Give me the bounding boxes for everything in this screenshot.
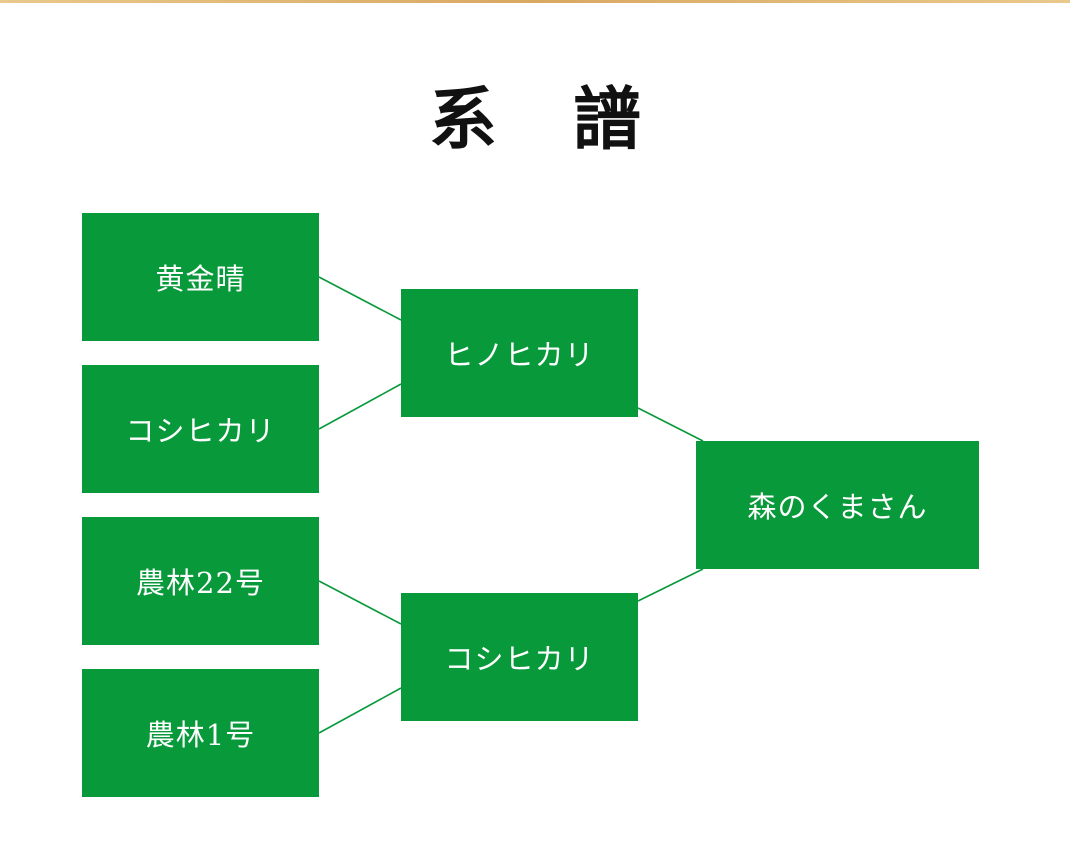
node-label: 農林22号 [136,566,265,600]
node-label: 森のくまさん [747,490,928,524]
page-title: 系譜 [0,78,1070,162]
node-label: コシヒカリ [444,642,595,676]
connector-norin1-to-koshi2 [318,687,402,734]
node-label: 農林1号 [145,718,256,752]
node-offspring-morinokumasan: 森のくまさん [696,441,979,569]
connector-koshi2-to-mori [637,568,704,602]
node-grandparent-koshihikari: コシヒカリ [82,365,319,493]
node-grandparent-norin22: 農林22号 [82,517,319,645]
connector-norin22-to-koshi2 [318,580,402,625]
node-grandparent-koganebare: 黄金晴 [82,213,319,341]
node-label: コシヒカリ [125,414,276,448]
node-parent-koshihikari: コシヒカリ [401,593,638,721]
title-char-1: 系 [428,80,497,160]
top-divider [0,0,1070,3]
title-char-2: 譜 [573,80,642,160]
node-label: ヒノヒカリ [444,338,595,372]
node-parent-hinohikari: ヒノヒカリ [401,289,638,417]
node-label: 黄金晴 [155,262,246,296]
node-grandparent-norin1: 農林1号 [82,669,319,797]
connector-hino-to-mori [637,407,704,442]
connector-kogane-to-hino [318,276,402,321]
connector-koshi1-to-hino [318,383,402,430]
